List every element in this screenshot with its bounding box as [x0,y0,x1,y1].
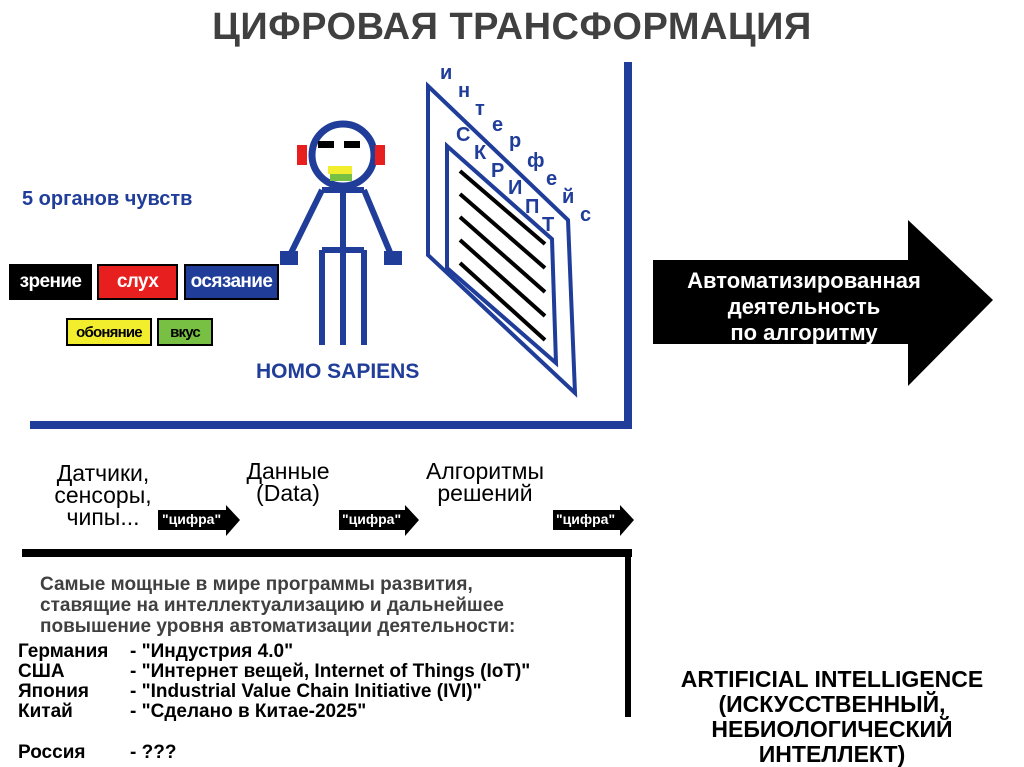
interface-letter: и [440,62,453,84]
interface-letter: ф [527,150,545,172]
sense-hearing: слух [97,264,178,300]
scripts-letter: Р [491,160,505,182]
cifra-label: "цифра" [342,511,402,527]
ai-text: ARTIFICIAL INTELLIGENCE (ИСКУССТВЕННЫЙ, … [680,666,984,767]
automation-line: деятельность [727,294,881,319]
flow-step-sensors: Датчики, сенсоры, чипы... [54,460,152,530]
ear-right [375,145,385,165]
automation-line: по алгоритму [730,320,878,345]
program-row-china: Китай- "Сделано в Китае-2025" [18,701,367,722]
human-figure [286,120,395,345]
interface-panel-inner [445,141,559,368]
scripts-letter: К [474,142,487,164]
program-row-japan: Япония- "Industrial Value Chain Initiati… [18,681,482,702]
interface-letter: й [562,186,575,208]
automation-arrow-shape [653,220,993,386]
interface-letter: с [580,204,592,226]
scripts-letter: И [508,177,523,199]
scripts-letter: Т [542,214,555,236]
automation-line: Автоматизированная [687,268,921,293]
page-title: ЦИФРОВАЯ ТРАНСФОРМАЦИЯ [212,6,812,48]
flow-step-algorithms: Алгоритмы решений [426,458,544,506]
nose-yellow [328,166,352,174]
interface-letter: р [509,130,522,152]
interface-letter: н [458,80,471,102]
automation-arrow-text: Автоматизированная деятельность по алгор… [664,268,944,346]
script-lines [458,169,547,342]
sense-touch: осязание [184,264,279,300]
scripts-letter: П [525,196,540,218]
interface-letter: т [475,98,485,120]
senses-label: 5 органов чувств [22,188,193,210]
mouth-green [330,174,352,181]
interface-letter: е [492,114,504,136]
program-row-russia: Россия- ??? [18,742,177,763]
human-label: HOMO SAPIENS [256,360,420,383]
programs-heading: Самые мощные в мире программы развития, … [40,574,516,637]
cifra-arrow-3 [553,505,634,536]
ear-left [297,145,307,165]
sense-smell: обоняние [66,318,152,346]
human-hand-right [384,251,402,265]
program-row-usa: США- "Интернет вещей, Internet of Things… [18,661,531,682]
human-arm-right [361,188,395,259]
interface-panel-outer [426,81,578,398]
cifra-arrow-1 [158,505,240,536]
interface-letter: е [546,168,558,190]
cifra-label: "цифра" [556,511,616,527]
scripts-letter: С [456,124,471,146]
cifra-arrow-2 [339,505,419,536]
flow-step-data: Данные (Data) [246,458,330,506]
eye-right [344,141,360,148]
human-arm-left [286,188,325,259]
human-hand-left [280,251,298,265]
cifra-label: "цифра" [162,511,222,527]
sense-vision: зрение [9,264,92,300]
program-row-germany: Германия- "Индустрия 4.0" [18,641,294,662]
sense-taste: вкус [157,318,213,346]
human-head [308,120,378,190]
eye-left [318,141,334,148]
